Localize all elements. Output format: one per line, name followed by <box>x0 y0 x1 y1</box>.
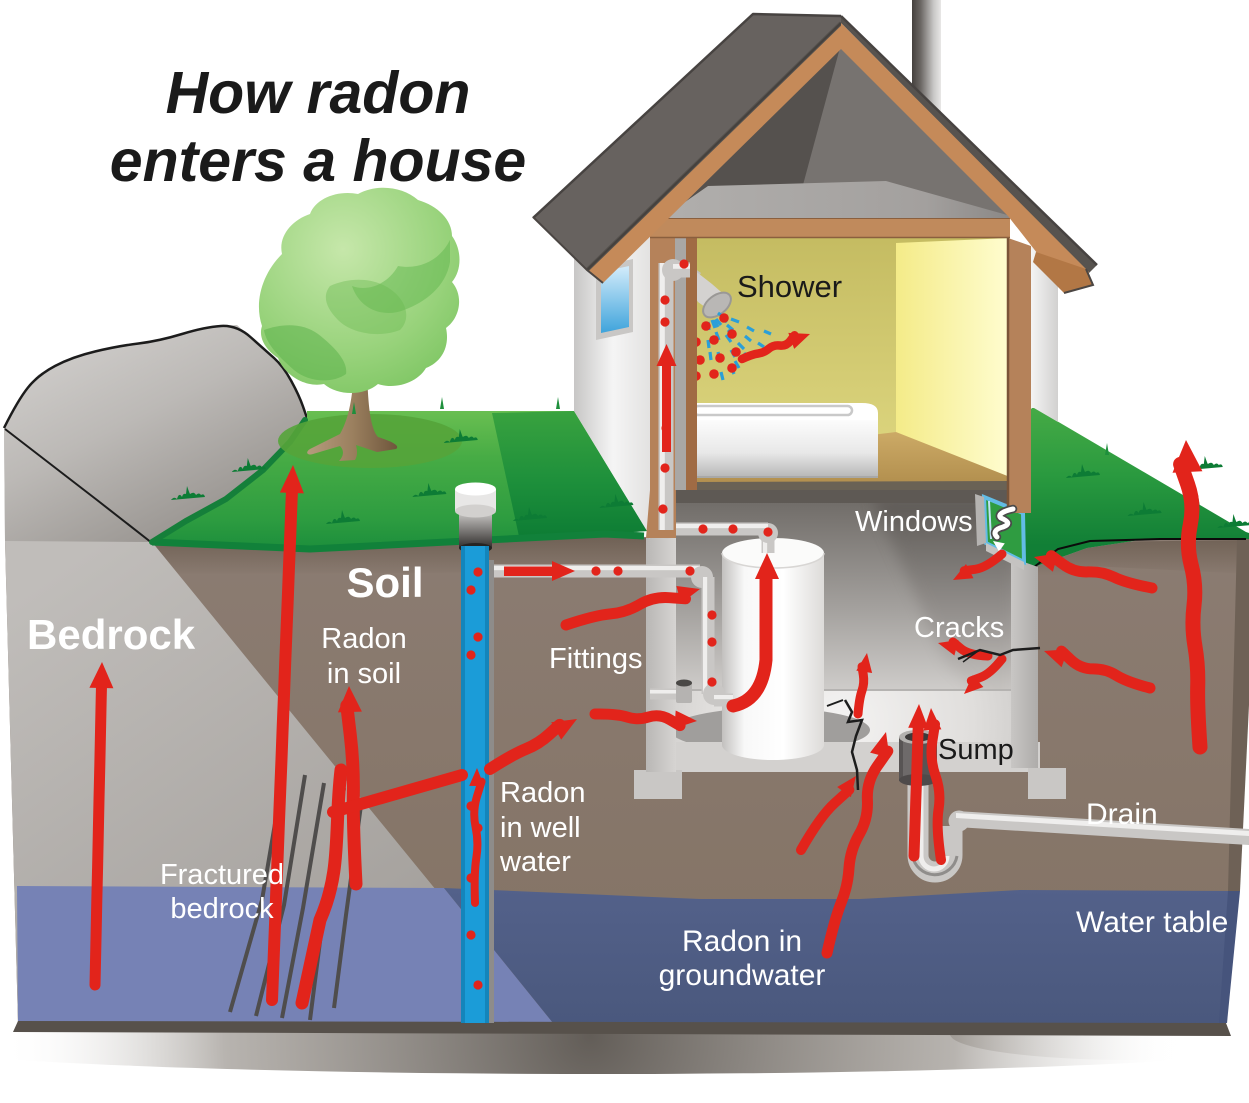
svg-text:Windows: Windows <box>855 506 973 538</box>
svg-text:Fittings: Fittings <box>549 643 642 675</box>
svg-text:enters a house: enters a house <box>110 128 526 194</box>
svg-text:in soil: in soil <box>327 658 401 690</box>
svg-text:Water table: Water table <box>1076 906 1228 939</box>
svg-text:Soil: Soil <box>346 559 423 606</box>
svg-text:in well: in well <box>500 812 581 844</box>
svg-text:groundwater: groundwater <box>659 959 826 992</box>
svg-text:Radon in: Radon in <box>682 925 802 958</box>
svg-text:How radon: How radon <box>166 60 471 126</box>
svg-text:Drain: Drain <box>1086 798 1158 831</box>
svg-text:Radon: Radon <box>321 623 406 655</box>
svg-text:Cracks: Cracks <box>914 612 1004 644</box>
svg-text:bedrock: bedrock <box>170 893 274 925</box>
svg-text:Bedrock: Bedrock <box>27 611 196 658</box>
svg-text:Fractured: Fractured <box>160 859 284 891</box>
svg-text:Sump: Sump <box>938 734 1014 766</box>
svg-text:Shower: Shower <box>737 269 842 304</box>
svg-text:water: water <box>499 846 571 878</box>
svg-text:Radon: Radon <box>500 777 585 809</box>
